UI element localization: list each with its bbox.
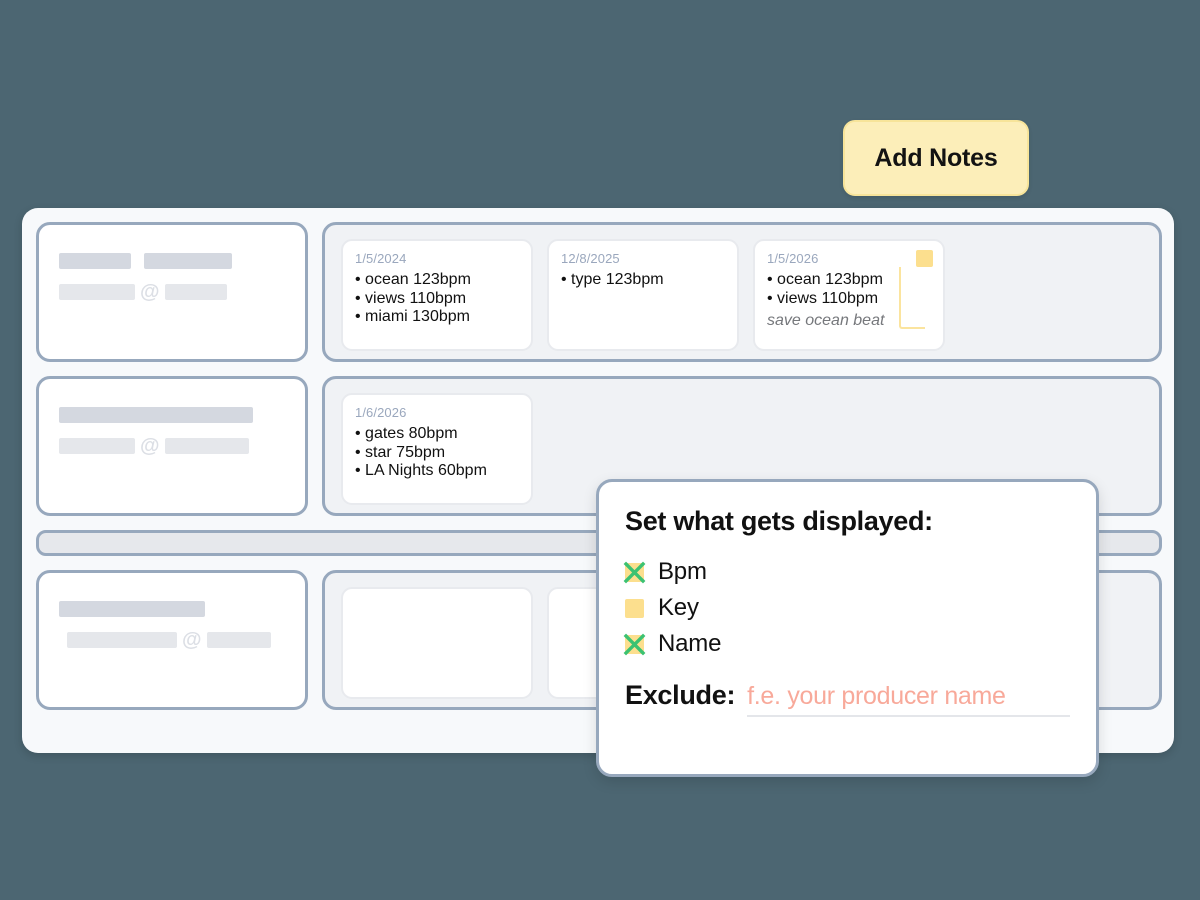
note-date: 1/5/2024	[355, 251, 407, 266]
display-option-name[interactable]: Name	[623, 630, 1070, 658]
skeleton-bar	[59, 284, 135, 300]
add-notes-button[interactable]: Add Notes	[843, 120, 1029, 196]
at-symbol-icon: @	[140, 281, 160, 303]
note-item-list: type 123bpm	[561, 271, 725, 290]
skeleton-bar	[206, 632, 271, 648]
display-option-bpm[interactable]: Bpm	[623, 558, 1070, 586]
skeleton-title-bars	[59, 253, 285, 269]
checkbox-checked-icon[interactable]	[623, 561, 646, 583]
exclude-label: Exclude:	[625, 680, 736, 710]
skeleton-handle-row: @	[59, 282, 285, 302]
note-item: type 123bpm	[561, 271, 725, 290]
note-item: star 75bpm	[355, 444, 519, 463]
at-symbol-icon: @	[140, 435, 160, 457]
display-option-label: Name	[658, 630, 722, 657]
display-option-key[interactable]: Key	[625, 594, 1070, 622]
skeleton-handle-row: @	[59, 436, 285, 456]
skeleton-bar	[59, 253, 131, 269]
note-item: views 110bpm	[355, 290, 519, 309]
skeleton-bar	[59, 438, 135, 454]
note-card[interactable]: 1/5/2024 ocean 123bpmviews 110bpmmiami 13…	[341, 239, 533, 351]
contact-skeleton-card[interactable]: @	[36, 570, 308, 710]
note-date: 1/5/2026	[767, 251, 819, 266]
checkbox-unchecked-icon[interactable]	[625, 598, 644, 618]
board-row: @1/5/2024ocean 123bpmviews 110bpmmiami 1…	[36, 222, 1162, 362]
skeleton-bar	[164, 438, 249, 454]
note-annotation: save ocean beat	[767, 312, 885, 330]
contact-skeleton-card[interactable]: @	[36, 222, 308, 362]
note-date: 12/8/2025	[561, 251, 620, 266]
at-symbol-icon: @	[182, 629, 202, 651]
skeleton-bar	[59, 601, 205, 617]
popup-title: Set what gets displayed:	[625, 506, 933, 536]
exclude-input[interactable]	[747, 682, 1070, 717]
skeleton-bar	[164, 284, 227, 300]
display-option-label: Bpm	[658, 558, 707, 585]
note-item-list: ocean 123bpmviews 110bpmmiami 130bpm	[355, 271, 519, 327]
note-item-list: ocean 123bpmviews 110bpm	[767, 271, 931, 308]
note-item: LA Nights 60bpm	[355, 462, 519, 481]
skeleton-bar	[59, 407, 253, 423]
note-card[interactable]: 1/5/2026 ocean 123bpmviews 110bpm save oce…	[753, 239, 945, 351]
contact-skeleton-card[interactable]: @	[36, 376, 308, 516]
note-date: 1/6/2026	[355, 405, 407, 420]
skeleton-title-bars	[59, 407, 285, 423]
note-item: miami 130bpm	[355, 308, 519, 327]
checkbox-checked-icon[interactable]	[623, 633, 646, 655]
skeleton-title-bars	[59, 601, 285, 617]
exclude-row: Exclude:	[625, 680, 1070, 717]
display-option-label: Key	[658, 594, 699, 621]
key-swatch-icon	[916, 250, 933, 267]
skeleton-handle-row: @	[67, 630, 285, 650]
note-item-list: gates 80bpmstar 75bpmLA Nights 60bpm	[355, 425, 519, 481]
note-item: ocean 123bpm	[767, 271, 931, 290]
skeleton-bar	[67, 632, 177, 648]
note-item: ocean 123bpm	[355, 271, 519, 290]
note-item: gates 80bpm	[355, 425, 519, 444]
note-card[interactable]	[341, 587, 533, 699]
notes-container: 1/5/2024ocean 123bpmviews 110bpmmiami 13…	[322, 222, 1162, 362]
add-notes-label: Add Notes	[874, 143, 998, 172]
note-card[interactable]: 12/8/2025 type 123bpm	[547, 239, 739, 351]
note-card[interactable]: 1/6/2026 gates 80bpmstar 75bpmLA Nights 6…	[341, 393, 533, 505]
skeleton-bar	[144, 253, 232, 269]
note-item: views 110bpm	[767, 290, 931, 309]
